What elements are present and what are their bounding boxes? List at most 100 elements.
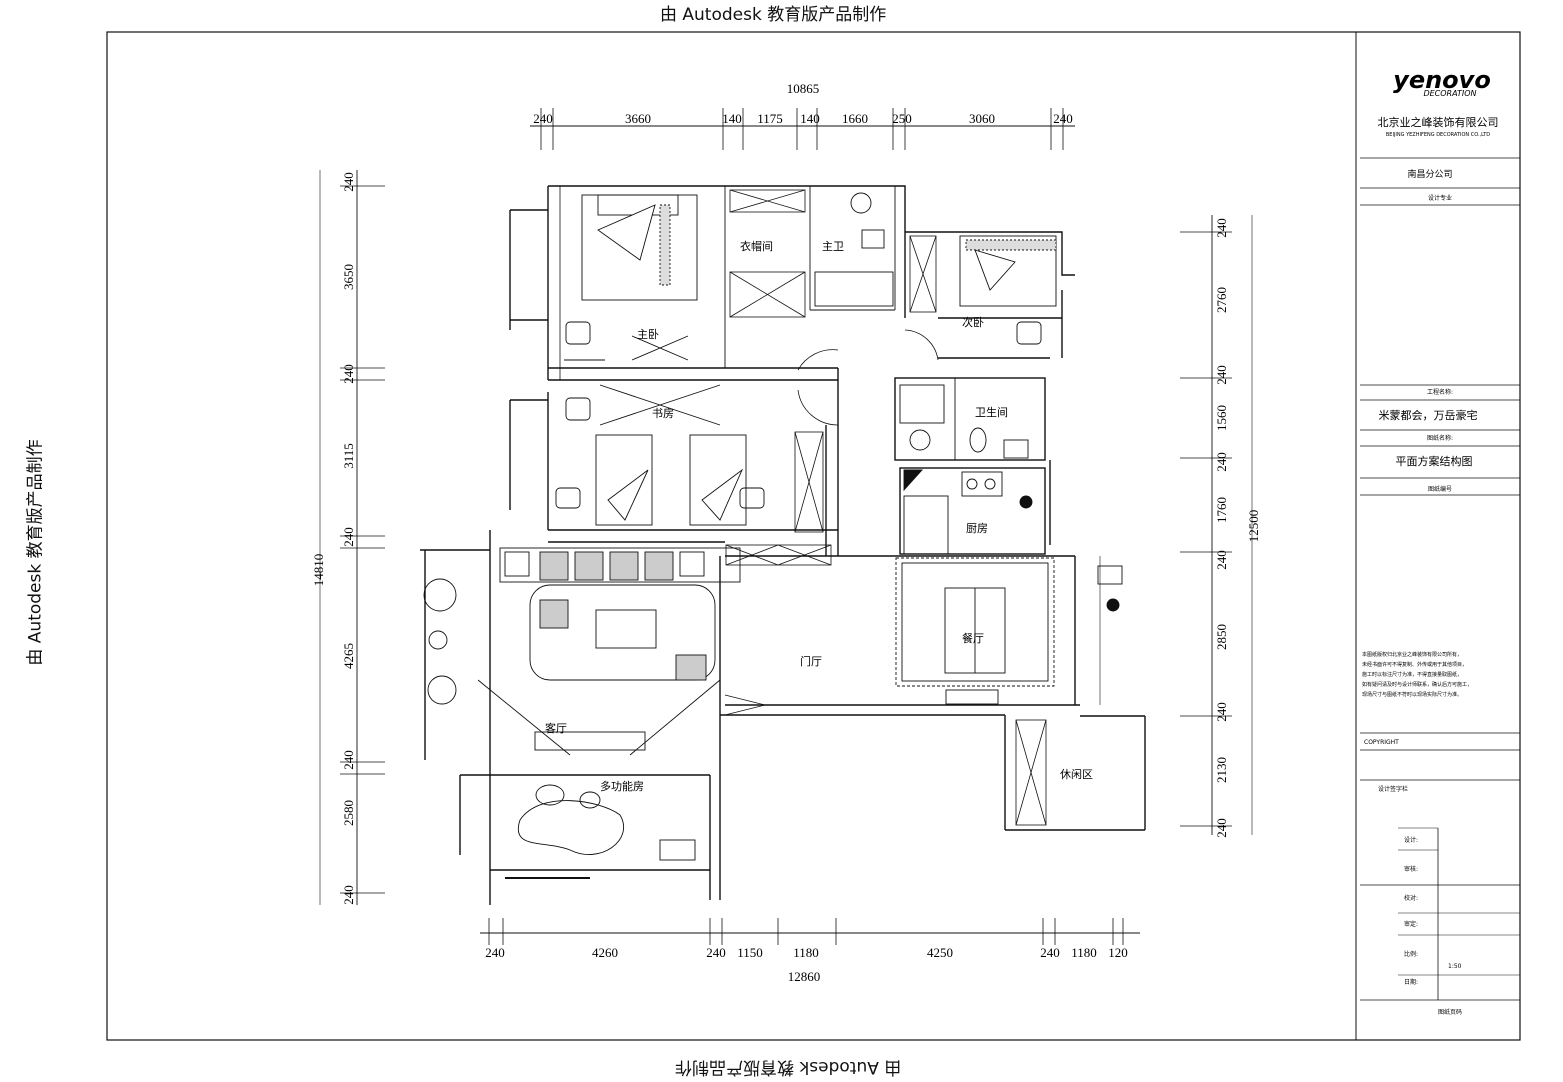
study-beds: [555, 384, 765, 526]
svg-text:240: 240: [533, 111, 553, 126]
company-name-en: BEIJING YEZHIFENG DECORATION CO.,LTD: [1386, 132, 1490, 138]
svg-text:多功能房: 多功能房: [600, 779, 644, 793]
svg-text:衣帽间: 衣帽间: [740, 239, 773, 253]
svg-text:休闲区: 休闲区: [1060, 767, 1093, 781]
multi-room-furniture: [505, 784, 696, 879]
svg-text:校对:: 校对:: [1404, 894, 1418, 902]
svg-text:240: 240: [1214, 702, 1229, 722]
svg-text:客厅: 客厅: [545, 721, 567, 735]
company-name: 北京业之峰装饰有限公司: [1378, 115, 1499, 129]
svg-text:主卧: 主卧: [637, 328, 659, 341]
svg-text:3660: 3660: [625, 111, 651, 126]
logo-brand: yenovo: [1393, 66, 1491, 94]
svg-text:2760: 2760: [1214, 287, 1229, 313]
svg-text:厨房: 厨房: [966, 522, 988, 535]
living-furniture: [423, 547, 741, 756]
svg-text:审核:: 审核:: [1404, 865, 1418, 873]
page-label: 图纸页码: [1438, 1008, 1462, 1016]
room-labels: 主卧 衣帽间 主卫 次卧 书房 卫生间 厨房 客厅 门厅 餐厅 休闲区 多功能房: [545, 239, 1093, 793]
svg-text:240: 240: [1214, 550, 1229, 570]
svg-text:240: 240: [1040, 945, 1060, 960]
svg-text:250: 250: [892, 111, 912, 126]
svg-text:2580: 2580: [341, 800, 356, 826]
svg-text:240: 240: [341, 885, 356, 905]
svg-text:1150: 1150: [737, 945, 763, 960]
project-name: 米蒙都会，万岳豪宅: [1379, 408, 1478, 422]
dim-top-total: 10865: [787, 81, 820, 96]
branch-name: 南昌分公司: [1407, 168, 1452, 180]
dim-left-total: 14810: [311, 554, 326, 587]
drawing-no-label: 图纸编号: [1428, 485, 1452, 493]
bath-kitchen-fixtures: [899, 384, 1123, 612]
notes: 本图纸版权归北京业之峰装饰有限公司所有， 未经书面许可不得复制、外传或用于其他项…: [1362, 651, 1472, 698]
left-dimensions: 240 3650 240 3115 240 4265 240 2580 240 …: [311, 170, 385, 905]
designer-label: 设计专业: [1428, 194, 1452, 202]
svg-text:现场尺寸与图纸不符时以现场实际尺寸为准。: 现场尺寸与图纸不符时以现场实际尺寸为准。: [1362, 691, 1462, 698]
svg-text:240: 240: [706, 945, 726, 960]
bottom-dimensions: 240 4260 240 1150 1180 4250 240 1180 120…: [480, 918, 1140, 984]
watermark-top: 由 Autodesk 教育版产品制作: [660, 5, 887, 25]
svg-text:240: 240: [1214, 452, 1229, 472]
master-bath-fixtures: [814, 192, 894, 307]
project-label: 工程名称:: [1427, 388, 1453, 396]
svg-text:240: 240: [341, 364, 356, 384]
svg-text:比例:: 比例:: [1404, 950, 1418, 958]
svg-text:3115: 3115: [341, 443, 356, 469]
svg-text:未经书面许可不得复制、外传或用于其他项目，: 未经书面许可不得复制、外传或用于其他项目，: [1362, 661, 1467, 668]
svg-text:140: 140: [800, 111, 820, 126]
doors-and-cabinets: [724, 189, 1047, 826]
walls: [420, 185, 1146, 905]
svg-text:240: 240: [1214, 218, 1229, 238]
svg-text:2130: 2130: [1214, 757, 1229, 783]
svg-text:3060: 3060: [969, 111, 995, 126]
svg-text:施工时以标注尺寸为准，不得直接量取图纸，: 施工时以标注尺寸为准，不得直接量取图纸，: [1362, 671, 1462, 678]
svg-text:1560: 1560: [1214, 405, 1229, 431]
scale-value: 1:50: [1448, 963, 1462, 970]
svg-text:如有疑问请及时与设计师联系，确认后方可施工，: 如有疑问请及时与设计师联系，确认后方可施工，: [1362, 681, 1472, 688]
svg-text:1660: 1660: [842, 111, 868, 126]
logo-sub: DECORATION: [1423, 89, 1476, 98]
svg-text:日期:: 日期:: [1404, 978, 1418, 986]
svg-text:4265: 4265: [341, 643, 356, 669]
svg-text:240: 240: [1214, 365, 1229, 385]
svg-text:3650: 3650: [341, 264, 356, 290]
dim-right-total: 12500: [1246, 510, 1261, 543]
svg-text:240: 240: [341, 172, 356, 192]
svg-text:1760: 1760: [1214, 497, 1229, 523]
svg-text:书房: 书房: [652, 407, 674, 420]
sheet-frame: [106, 31, 1521, 1041]
second-bed: [959, 235, 1057, 345]
svg-text:本图纸版权归北京业之峰装饰有限公司所有，: 本图纸版权归北京业之峰装饰有限公司所有，: [1362, 651, 1462, 658]
svg-text:设计:: 设计:: [1404, 836, 1418, 844]
svg-text:140: 140: [722, 111, 742, 126]
svg-text:餐厅: 餐厅: [962, 631, 984, 645]
copyright-label: COPYRIGHT: [1364, 739, 1399, 746]
svg-text:审定:: 审定:: [1404, 920, 1418, 928]
svg-text:240: 240: [341, 750, 356, 770]
role-list: 设计: 审核: 校对: 审定: 比例: 1:50 日期:: [1398, 827, 1520, 986]
svg-text:4260: 4260: [592, 945, 618, 960]
sign-label: 设计签字栏: [1378, 785, 1408, 793]
drawing-name: 平面方案结构图: [1396, 454, 1473, 468]
svg-text:240: 240: [1053, 111, 1073, 126]
svg-text:1180: 1180: [793, 945, 819, 960]
dining-table: [895, 557, 1055, 705]
svg-text:2850: 2850: [1214, 624, 1229, 650]
dim-bottom-total: 12860: [788, 969, 821, 984]
svg-text:次卧: 次卧: [962, 315, 984, 329]
drawing-label: 图纸名称:: [1427, 434, 1453, 442]
svg-text:主卫: 主卫: [822, 240, 844, 253]
title-block: yenovo DECORATION 北京业之峰装饰有限公司 BEIJING YE…: [1360, 66, 1520, 1016]
svg-text:240: 240: [485, 945, 505, 960]
svg-text:240: 240: [341, 527, 356, 547]
svg-text:4250: 4250: [927, 945, 953, 960]
svg-text:240: 240: [1214, 818, 1229, 838]
svg-text:120: 120: [1108, 945, 1128, 960]
master-bed: [564, 194, 698, 361]
svg-text:1180: 1180: [1071, 945, 1097, 960]
svg-text:门厅: 门厅: [800, 654, 822, 668]
svg-text:卫生间: 卫生间: [975, 405, 1008, 419]
top-dimensions: 10865 240 3660 140 1175 140 1660 250 306…: [530, 81, 1075, 150]
svg-text:1175: 1175: [757, 111, 783, 126]
